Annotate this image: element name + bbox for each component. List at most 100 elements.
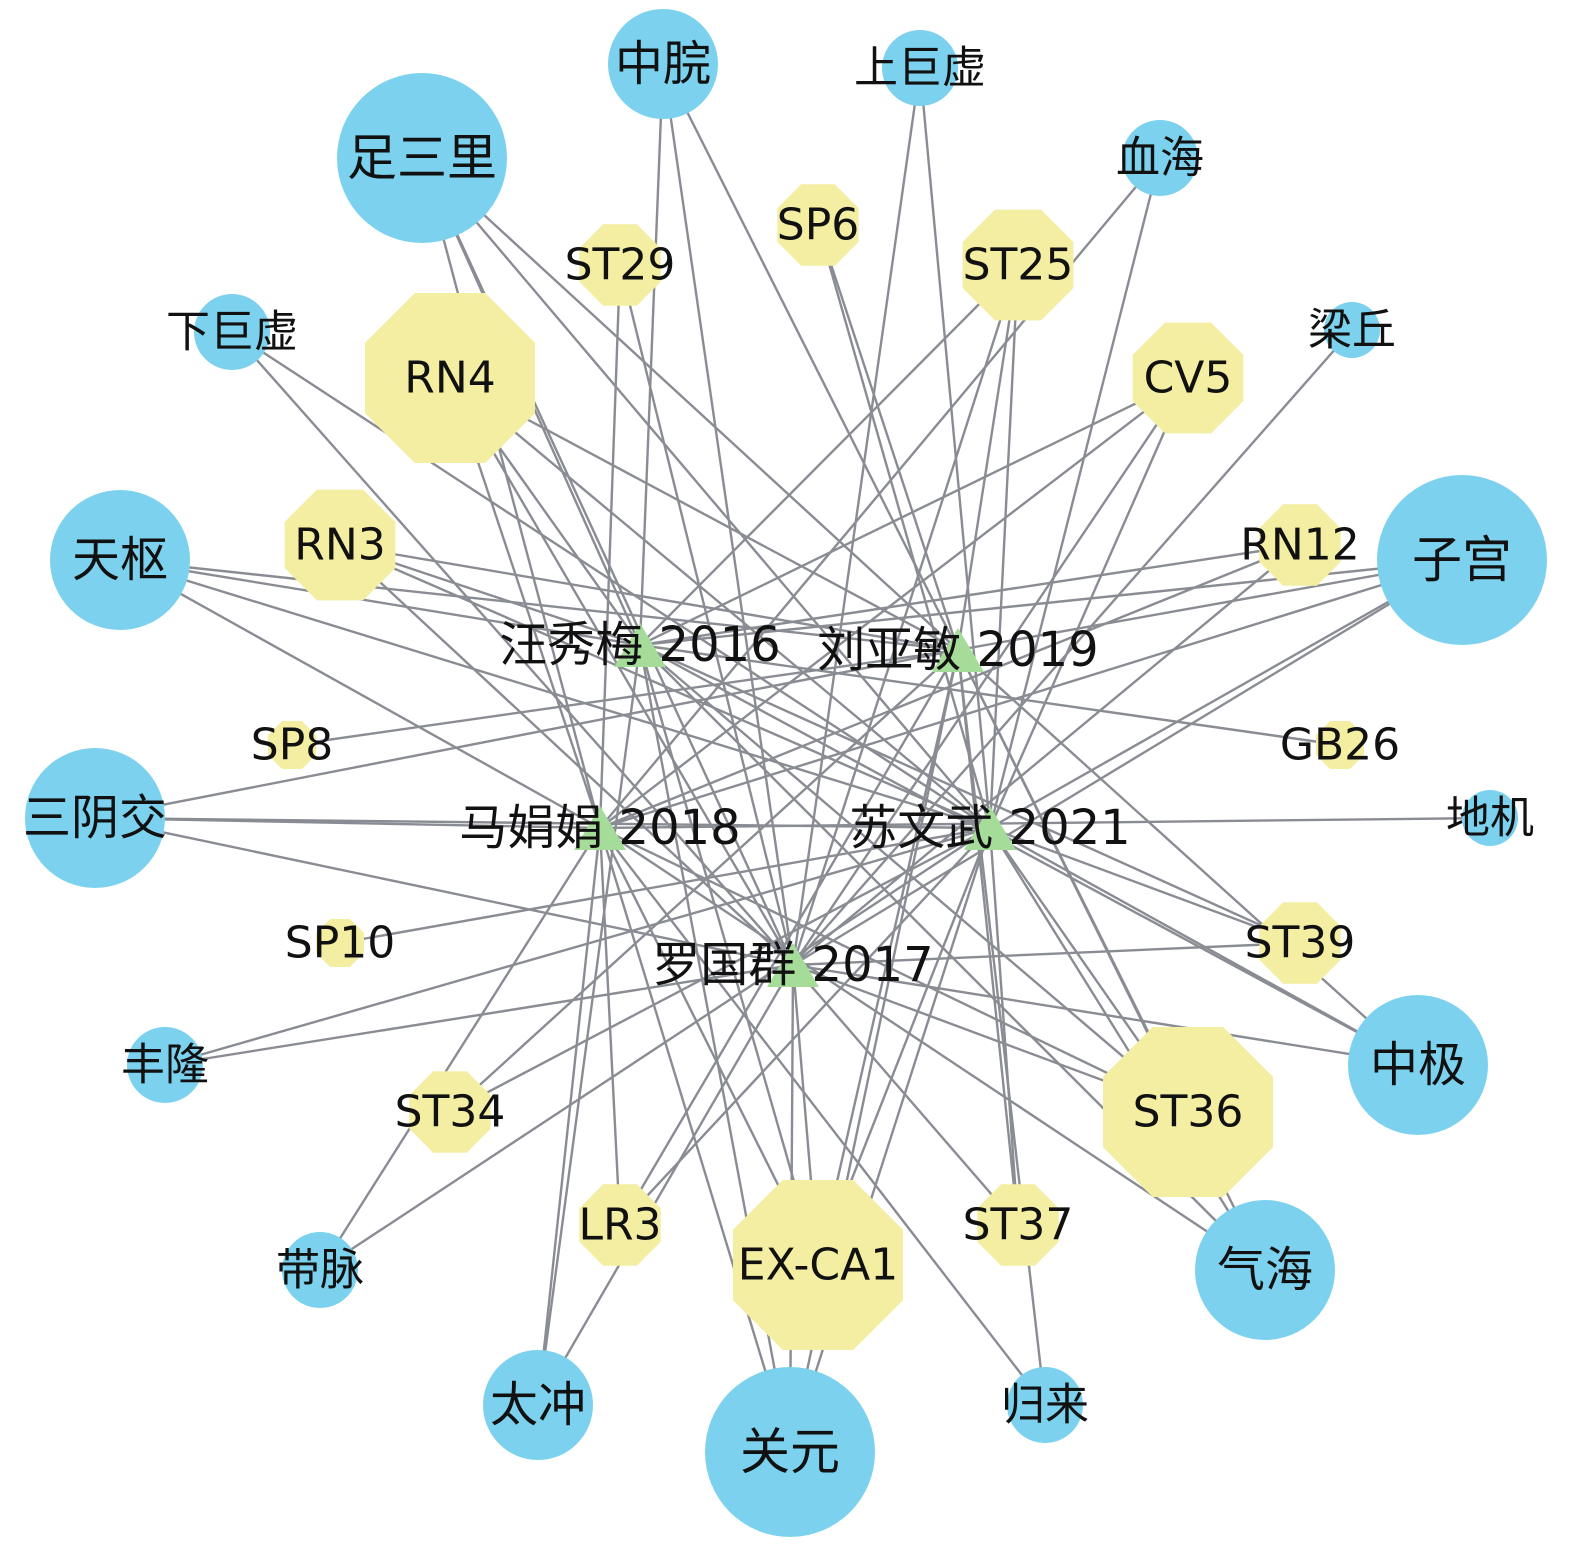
node-xiajuxu [194,294,270,370]
node-label-qihai: 气海 [1217,1242,1313,1298]
edge-cv5-wang [639,376,1189,647]
node-label-zusanli: 足三里 [347,129,497,187]
edge-sp10-su [339,826,991,945]
node-guilai [1007,1367,1083,1443]
node-label-diji: 地机 [1446,793,1534,844]
node-exca1 [733,1180,903,1350]
edge-taichong-ma [536,827,602,1406]
edge-zigong-luo [792,558,1463,967]
edge-cv5-luo [792,377,1189,966]
edge-daimai-ma [318,827,602,1271]
node-label-luo: 罗国群 2017 [652,937,933,993]
edge-st36-ma [599,826,1189,1114]
node-zhongwan [608,9,718,119]
node-st36 [1103,1027,1273,1197]
node-label-shangjuxu: 上巨虚 [854,43,986,94]
node-label-exca1: EX-CA1 [738,1240,898,1291]
edge-tianshu-ma [119,558,601,830]
node-label-gb26: GB26 [1280,720,1400,771]
node-lr3 [579,1184,661,1266]
node-sp10 [316,919,364,967]
edge-zusanli-luo [420,157,795,966]
node-taichong [483,1350,593,1460]
edge-daimai-su [319,826,991,1272]
edge-taichong-wang [536,644,642,1406]
edge-zigong-su [989,558,1463,830]
edge-sp6-su [816,224,992,829]
edge-rn12-wang [639,543,1301,647]
edge-lr3-su [619,827,991,1226]
edge-sanyinjiao-liu [94,648,959,820]
node-tianshu [50,490,190,630]
node-label-st37: ST37 [963,1200,1074,1251]
node-label-xiajuxu: 下巨虚 [166,307,298,358]
node-label-rn3: RN3 [294,520,385,571]
node-st34 [409,1071,491,1153]
node-label-rn4: RN4 [404,353,495,404]
edge-xiajuxu-luo [231,331,794,966]
node-label-st25: ST25 [963,240,1074,291]
edge-tianshu-liu [119,558,959,652]
node-sanyinjiao [25,748,165,888]
node-guanyuan [705,1367,875,1537]
node-label-sp10: SP10 [285,918,395,969]
node-sp6 [777,184,859,266]
node-label-zigong: 子宫 [1412,531,1512,589]
node-daimai [282,1232,358,1308]
edge-shangjuxu-luo [791,67,922,966]
node-st39 [1259,902,1341,984]
edge-zusanli-su [421,157,991,829]
edge-cv5-su [988,377,1190,829]
edge-st25-luo [791,264,1020,966]
edge-exca1-wang [638,644,820,1266]
edge-sp8-liu [291,648,959,747]
node-label-zhongji: 中极 [1370,1037,1466,1093]
node-label-guilai: 归来 [1001,1380,1089,1431]
label-layer: 中脘上巨虚足三里血海下巨虚梁丘天枢子宫三阴交地机丰隆中极气海带脉太冲关元归来SP… [23,36,1534,1481]
edge-rn3-liu [339,543,959,652]
node-layer [25,9,1547,1537]
node-xuehai [1122,120,1198,196]
node-rn3 [284,489,396,601]
node-label-liangqiu: 梁丘 [1308,305,1396,356]
node-label-ma: 马娟娟 2018 [459,800,740,856]
node-zusanli [337,73,507,243]
edge-st25-wang [639,264,1019,646]
node-label-tianshu: 天枢 [72,532,168,588]
edge-liangqiu-luo [792,329,1353,966]
node-label-guanyuan: 关元 [740,1423,840,1481]
node-st29 [579,224,661,306]
node-diji [1462,790,1518,846]
node-label-sp8: SP8 [251,720,333,771]
edge-zhongwan-luo [661,63,795,966]
edge-st37-liu [956,649,1020,1226]
edge-st37-su [988,827,1020,1226]
edge-exca1-liu [816,649,960,1266]
edge-lr3-ma [598,827,622,1226]
node-label-st29: ST29 [565,240,676,291]
node-liu [932,628,984,672]
edge-layer [94,63,1491,1453]
node-qihai [1195,1200,1335,1340]
node-fenglong [127,1027,203,1103]
edge-guanyuan-ma [598,827,792,1453]
node-label-st36: ST36 [1133,1087,1244,1138]
node-label-lr3: LR3 [578,1200,661,1251]
edge-gb26-wang [639,643,1341,747]
node-wang [614,623,666,667]
node-label-su: 苏文武 2021 [849,800,1130,856]
node-cv5 [1132,322,1244,434]
node-label-zhongwan: 中脘 [615,36,711,92]
edge-st25-liu [956,264,1020,651]
node-label-sp6: SP6 [777,200,859,251]
edge-rn3-luo [339,544,794,966]
edge-st36-wang [639,644,1189,1113]
node-label-wang: 汪秀梅 2016 [499,617,780,673]
node-label-st39: ST39 [1245,918,1356,969]
edge-xuehai-su [988,157,1162,829]
node-label-liu: 刘亚敏 2019 [817,622,1098,678]
node-ma [574,806,626,850]
edge-cv5-ma [599,377,1189,829]
edge-zigong-ma [599,558,1463,830]
